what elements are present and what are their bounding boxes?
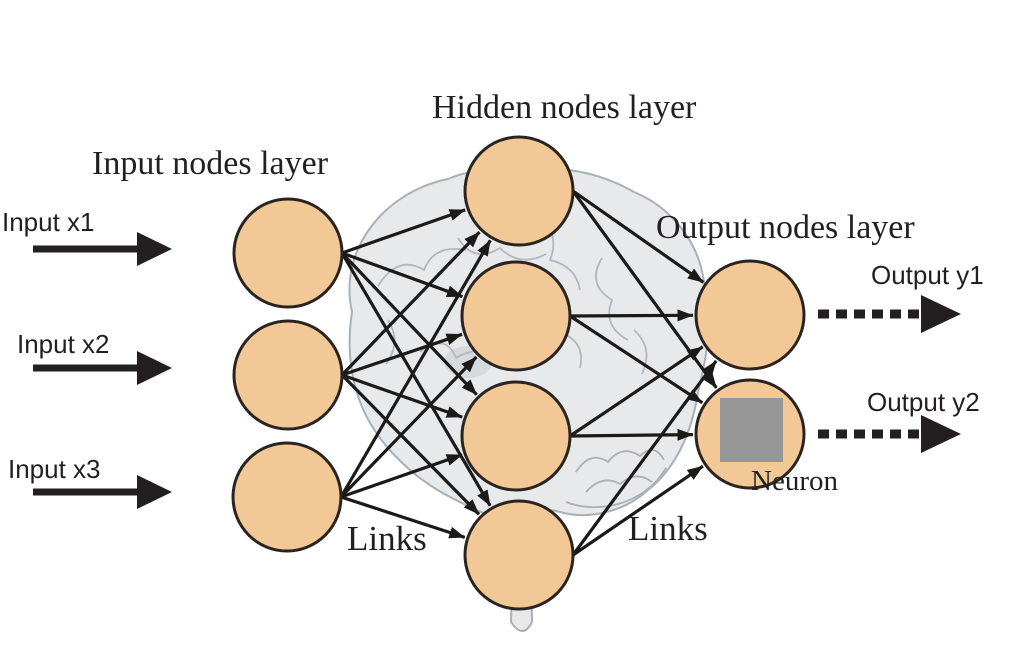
hidden-node-3 [460, 380, 572, 492]
edge-i-h1-1 [341, 208, 466, 255]
edge-i-h2-4 [340, 373, 481, 516]
input-x1-label: Input x1 [2, 207, 95, 237]
output-arrow-head-1 [921, 295, 961, 333]
edge-h-o2-2 [569, 314, 704, 405]
edge-i-h1-2 [341, 251, 463, 299]
edge-i-h2-1 [340, 230, 481, 377]
links-label-left: Links [347, 519, 427, 558]
edge-h-o2-1 [569, 309, 694, 322]
edge-i-h3-3 [340, 453, 463, 499]
output-layer-title: Output nodes layer [656, 209, 915, 246]
edge-h-o1-1 [572, 189, 705, 284]
input-x2-label: Input x2 [17, 329, 110, 359]
edge-i-h2-2 [341, 332, 463, 377]
output-y2-label: Output y2 [867, 387, 980, 417]
edge-i-h1-3 [340, 251, 478, 396]
io-arrows [33, 232, 961, 509]
input-arrow-head-1 [137, 232, 172, 266]
edge-i-h1-4 [340, 252, 492, 507]
hidden-layer-title: Hidden nodes layer [432, 89, 697, 126]
input-node-2 [232, 319, 344, 431]
neuron-label: Neuron [751, 465, 838, 497]
edge-h-o3-2 [569, 428, 694, 441]
hidden-node-4 [463, 499, 575, 611]
input-arrow-head-3 [137, 475, 172, 509]
hidden-node-1 [463, 135, 575, 247]
input-arrow-head-2 [137, 351, 172, 385]
hidden-node-2 [460, 260, 572, 372]
edge-i-h3-4 [340, 495, 466, 539]
edge-i-h2-3 [341, 373, 463, 419]
network-nodes [231, 135, 806, 611]
input-x3-label: Input x3 [8, 454, 101, 484]
edge-h-o4-1 [571, 359, 718, 556]
neuron-square [720, 398, 783, 462]
brain-cerebellum-lines [565, 449, 667, 508]
input-node-1 [232, 197, 344, 309]
edge-i-h3-2 [339, 355, 478, 499]
output-y1-label: Output y1 [871, 260, 984, 290]
network-edges [339, 189, 718, 557]
edge-h-o3-1 [569, 345, 704, 438]
input-node-3 [231, 441, 343, 553]
input-layer-title: Input nodes layer [92, 145, 329, 182]
links-label-right: Links [628, 509, 708, 548]
output-node-1 [694, 259, 806, 371]
edge-h-o4-2 [572, 464, 704, 557]
edge-i-h3-1 [339, 239, 492, 498]
output-arrow-head-2 [921, 415, 961, 453]
